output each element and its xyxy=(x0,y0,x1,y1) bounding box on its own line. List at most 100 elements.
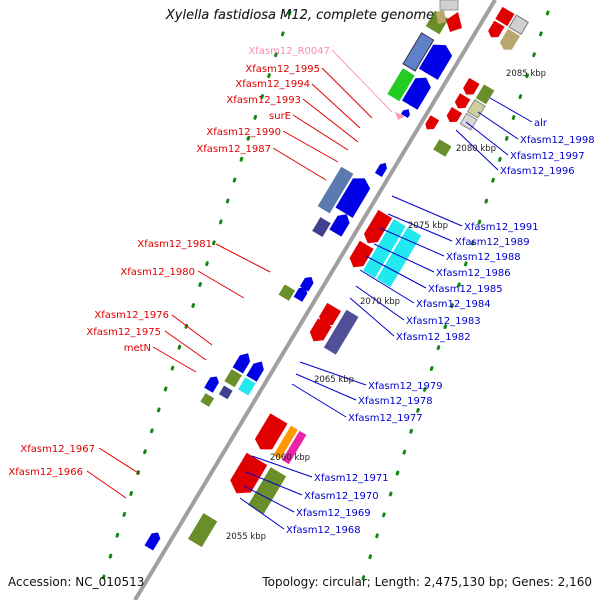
gene-label[interactable]: Xfasm12_1982 xyxy=(396,332,471,343)
gene-arrow[interactable] xyxy=(144,530,162,551)
map-title: Xylella fastidiosa M12, complete genome xyxy=(165,8,435,23)
gene-block[interactable] xyxy=(273,425,298,459)
gene-arrow[interactable] xyxy=(252,413,288,454)
gene-block[interactable] xyxy=(317,166,354,214)
gene-arrow[interactable] xyxy=(461,77,480,98)
gene-label[interactable]: Xfasm12_1981 xyxy=(137,239,212,250)
gene-label[interactable]: Xfasm12_1990 xyxy=(206,127,281,138)
gene-label[interactable]: Xfasm12_1986 xyxy=(436,268,511,279)
gene-label[interactable]: Xfasm12_1994 xyxy=(235,79,310,90)
gene-label[interactable]: Xfasm12_1966 xyxy=(8,467,83,478)
gene-arrow[interactable] xyxy=(316,302,342,330)
gene-arrow[interactable] xyxy=(361,209,393,247)
genome-backbone xyxy=(133,0,497,600)
gene-arrow[interactable] xyxy=(335,173,374,218)
kbp-marker: 2060 kbp xyxy=(270,453,310,463)
gene-block[interactable] xyxy=(323,309,359,355)
gene-label[interactable]: Xfasm12_1997 xyxy=(510,151,585,162)
map-title-overlay: Xylella fastidiosa M12, complete genome xyxy=(165,8,435,23)
gene-label[interactable]: Xfasm12_1989 xyxy=(455,237,530,248)
gene-block[interactable] xyxy=(218,385,233,400)
tick-dots-left xyxy=(98,10,292,590)
gene-label[interactable]: Xfasm12_1993 xyxy=(226,95,301,106)
gene-block[interactable] xyxy=(508,14,529,35)
gene-arrow[interactable] xyxy=(329,211,352,237)
features xyxy=(144,6,529,551)
gene-block[interactable] xyxy=(439,0,459,11)
leader-lines-left xyxy=(86,49,393,499)
gene-arrow[interactable] xyxy=(395,112,405,120)
kbp-marker: 2070 kbp xyxy=(360,297,400,307)
leader-lines-right xyxy=(239,97,533,530)
gene-arrow[interactable] xyxy=(453,93,471,111)
gene-arrow[interactable] xyxy=(204,374,221,393)
gene-block[interactable] xyxy=(200,393,215,407)
gene-label[interactable]: Xfasm12_1996 xyxy=(500,166,575,177)
gene-block[interactable] xyxy=(188,513,218,548)
gene-arrow[interactable] xyxy=(346,240,374,272)
gene-label[interactable]: Xfasm12_1977 xyxy=(348,413,423,424)
gene-label[interactable]: Xfasm12_1970 xyxy=(304,491,379,502)
gene-block[interactable] xyxy=(238,377,256,396)
gene-block[interactable] xyxy=(466,99,486,119)
gene-label[interactable]: Xfasm12_1995 xyxy=(245,64,320,75)
gene-label[interactable]: Xfasm12_1969 xyxy=(296,508,371,519)
gene-arrow[interactable] xyxy=(232,350,254,374)
gene-block[interactable] xyxy=(459,112,478,131)
gene-label[interactable]: alr xyxy=(534,118,548,129)
gene-arrow[interactable] xyxy=(445,107,463,125)
gene-arrow[interactable] xyxy=(418,39,455,80)
gene-label[interactable]: Xfasm12_1967 xyxy=(20,444,95,455)
kbp-marker: 2080 kbp xyxy=(456,144,496,154)
gene-label[interactable]: Xfasm12_R0047 xyxy=(248,46,330,57)
gene-label[interactable]: Xfasm12_1968 xyxy=(286,525,361,536)
gene-arrow[interactable] xyxy=(498,28,521,53)
gene-arrow[interactable] xyxy=(486,20,505,41)
gene-label[interactable]: Xfasm12_1985 xyxy=(428,284,503,295)
tick-dots-right xyxy=(358,10,550,590)
gene-arrow[interactable] xyxy=(374,161,389,177)
gene-block[interactable] xyxy=(312,217,331,238)
gene-label[interactable]: Xfasm12_1998 xyxy=(520,135,595,146)
gene-label[interactable]: Xfasm12_1980 xyxy=(120,267,195,278)
gene-block[interactable] xyxy=(224,369,242,388)
gene-block[interactable] xyxy=(387,68,415,102)
gene-label[interactable]: Xfasm12_1979 xyxy=(368,381,443,392)
gene-block[interactable] xyxy=(376,227,422,288)
gene-block[interactable] xyxy=(495,6,515,27)
gene-label[interactable]: Xfasm12_1984 xyxy=(416,299,491,310)
gene-label[interactable]: surE xyxy=(269,111,291,122)
kbp-marker: 2075 kbp xyxy=(408,221,448,231)
gene-arrow[interactable] xyxy=(446,12,462,32)
kbp-marker: 2085 kbp xyxy=(506,69,546,79)
gene-arrow[interactable] xyxy=(401,107,412,118)
accession-text: Accession: NC_010513 xyxy=(8,575,145,589)
gene-arrow[interactable] xyxy=(246,358,267,382)
gene-block[interactable] xyxy=(278,284,296,301)
gene-label[interactable]: Xfasm12_1975 xyxy=(86,327,161,338)
gene-block[interactable] xyxy=(282,430,307,465)
gene-label[interactable]: Xfasm12_1976 xyxy=(94,310,169,321)
kbp-markers: 2085 kbp 2080 kbp 2075 kbp 2070 kbp 2065… xyxy=(226,69,546,542)
kbp-marker: 2055 kbp xyxy=(226,532,266,542)
gene-arrow[interactable] xyxy=(293,285,310,302)
gene-block[interactable] xyxy=(433,139,452,157)
gene-label[interactable]: Xfasm12_1971 xyxy=(314,473,389,484)
gene-block[interactable] xyxy=(402,32,435,72)
gene-arrow[interactable] xyxy=(307,318,332,345)
gene-label[interactable]: Xfasm12_1987 xyxy=(196,144,271,155)
gene-block[interactable] xyxy=(475,84,495,105)
gene-arrow[interactable] xyxy=(402,73,434,110)
gene-label[interactable]: Xfasm12_1978 xyxy=(358,396,433,407)
gene-label[interactable]: Xfasm12_1991 xyxy=(464,222,539,233)
kbp-marker: 2065 kbp xyxy=(314,375,354,385)
gene-label[interactable]: metN xyxy=(124,343,151,354)
gene-block[interactable] xyxy=(248,467,287,515)
genome-summary: Topology: circular; Length: 2,475,130 bp… xyxy=(262,575,592,589)
gene-label[interactable]: Xfasm12_1988 xyxy=(446,252,521,263)
gene-arrow[interactable] xyxy=(436,10,446,24)
gene-arrow[interactable] xyxy=(423,115,440,132)
right-gene-labels: alr Xfasm12_1998 Xfasm12_1997 Xfasm12_19… xyxy=(286,118,595,536)
gene-label[interactable]: Xfasm12_1983 xyxy=(406,316,481,327)
